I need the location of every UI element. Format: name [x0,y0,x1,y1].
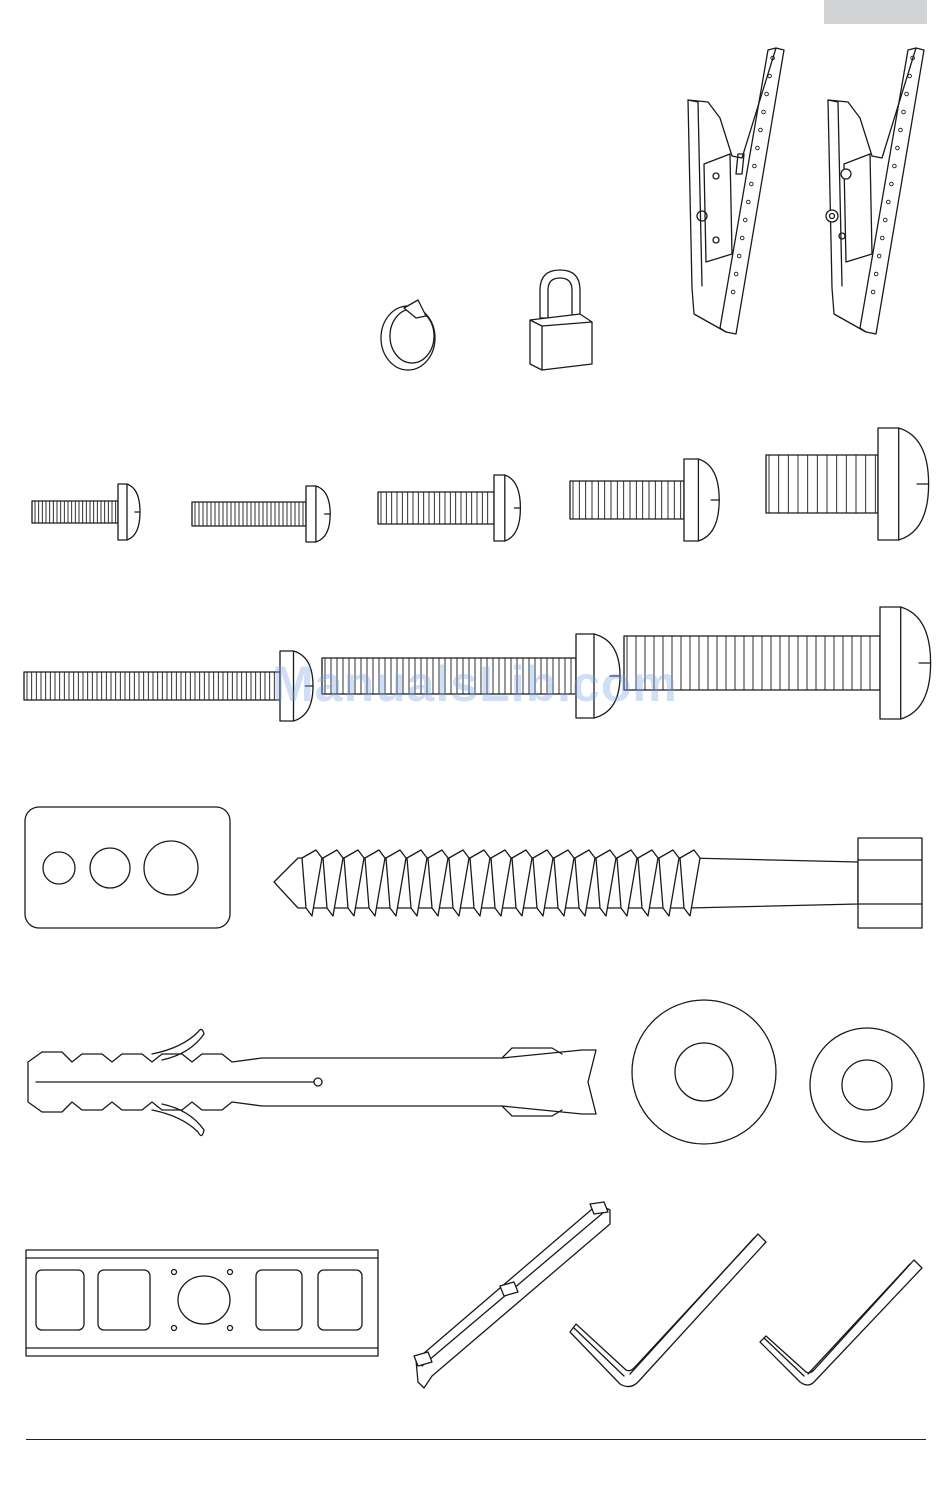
hex-key-large-icon [568,1232,768,1392]
tilt-bracket-left-icon [680,44,790,338]
washer-small-icon [808,1026,926,1144]
page-tab [824,0,927,24]
washer-large-icon [630,998,778,1146]
machine-screws-short-icon [0,420,950,560]
machine-screws-long-icon [0,600,950,730]
strap-ring-icon [378,296,442,372]
lag-bolt-icon [268,836,928,932]
wall-anchor-icon [22,1024,604,1146]
hex-key-small-icon [758,1258,928,1390]
footer-rule [26,1439,926,1440]
wall-plate-icon [24,1248,380,1358]
drill-template-icon [24,806,232,930]
tilt-bracket-right-icon [820,44,930,338]
padlock-icon [528,268,596,372]
